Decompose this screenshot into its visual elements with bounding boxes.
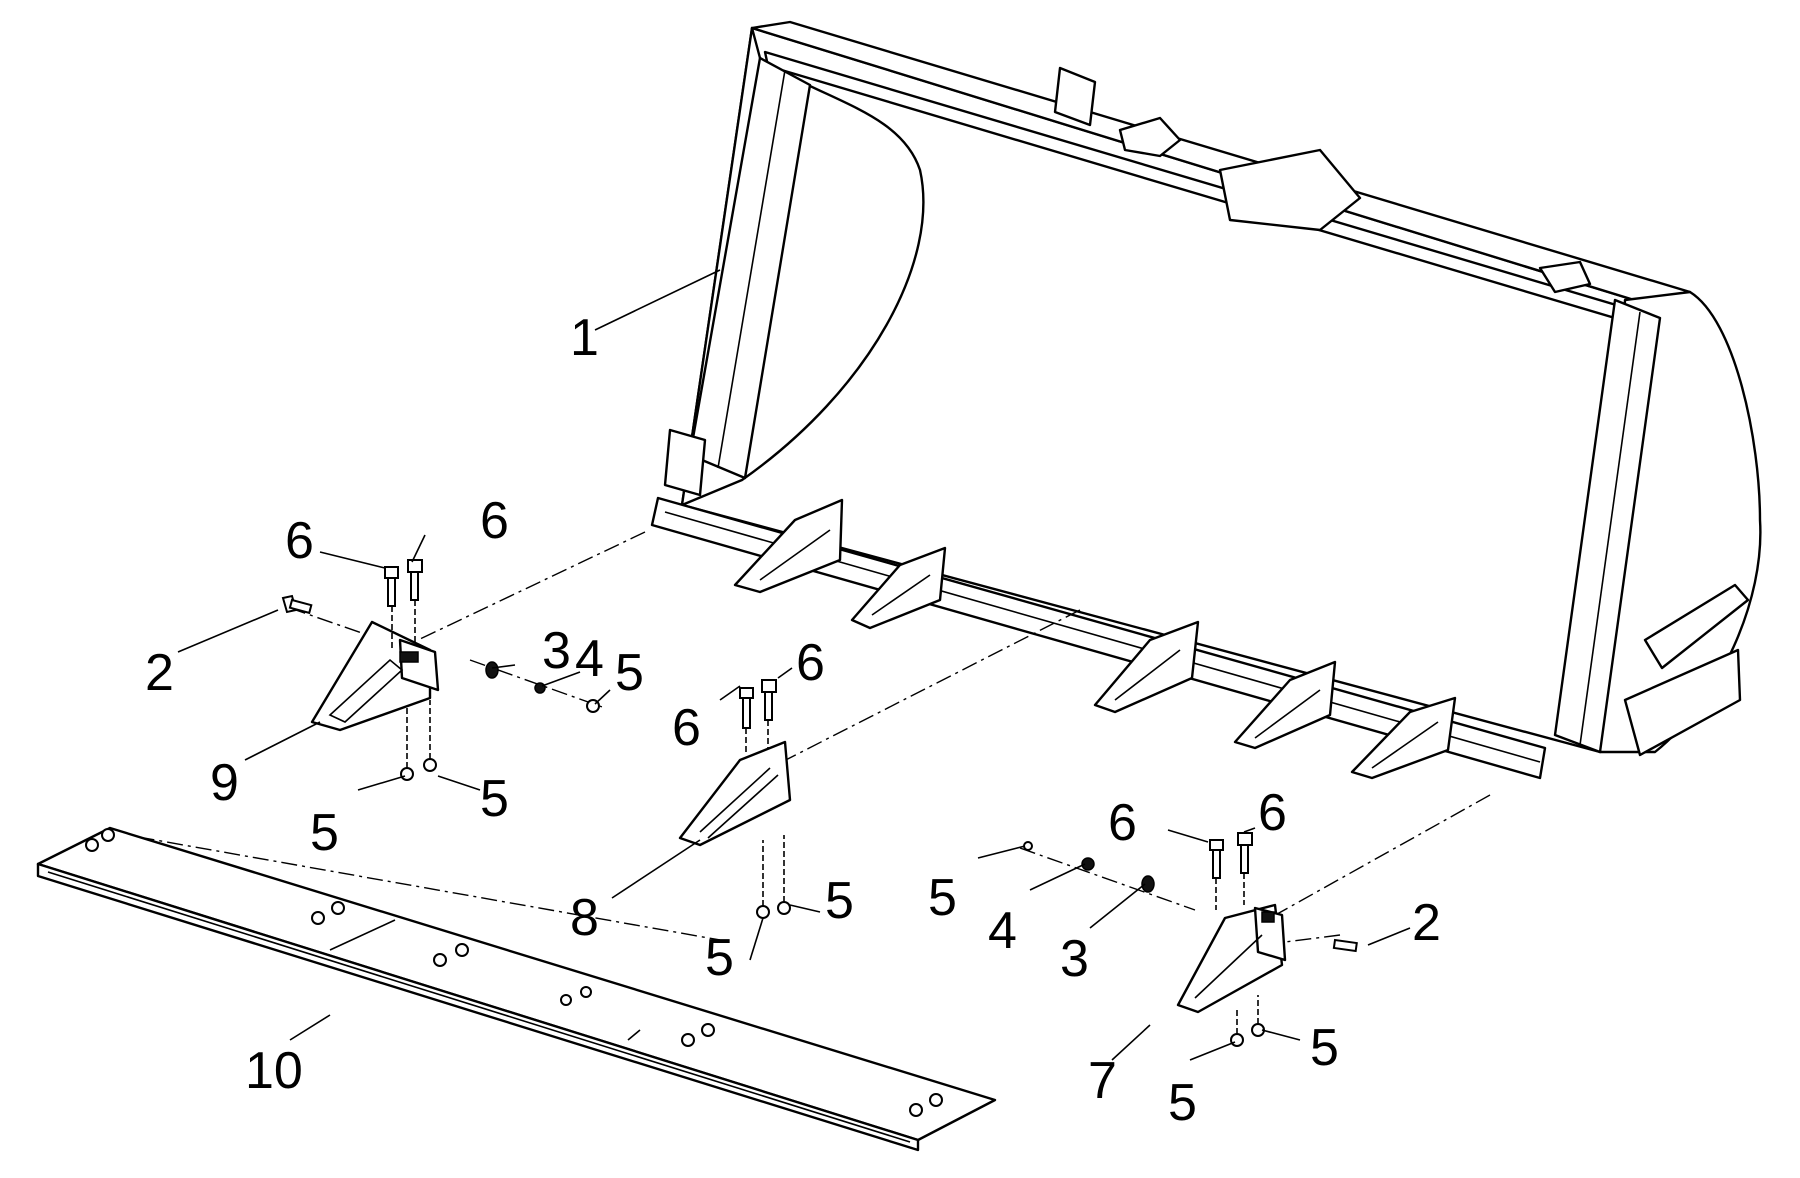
tooth-7 bbox=[1176, 903, 1287, 1014]
label-1: 1 bbox=[570, 309, 599, 367]
label-5-right: 5 bbox=[928, 869, 957, 927]
label-6-left-a: 6 bbox=[285, 512, 314, 570]
nuts-5-tooth-8 bbox=[756, 835, 791, 919]
bolts-6-tooth-9 bbox=[384, 559, 423, 650]
label-6-mid-b: 6 bbox=[796, 634, 825, 692]
nuts-5-tooth-9 bbox=[400, 700, 437, 781]
nuts-5-tooth-7 bbox=[1230, 995, 1265, 1047]
label-4-left: 4 bbox=[575, 630, 604, 688]
part-labels: 1 2 6 6 3 4 5 9 5 5 6 6 8 5 5 10 6 6 5 4… bbox=[145, 309, 1441, 1132]
bolts-6-tooth-8 bbox=[739, 679, 777, 755]
label-3-left: 3 bbox=[542, 622, 571, 680]
label-3-right: 3 bbox=[1060, 930, 1089, 988]
tooth-9 bbox=[310, 620, 440, 732]
label-6-right-b: 6 bbox=[1258, 784, 1287, 842]
label-5-left: 5 bbox=[615, 644, 644, 702]
label-5-left-bottom-a: 5 bbox=[310, 804, 339, 862]
label-10: 10 bbox=[245, 1042, 303, 1100]
pin-and-washers-left bbox=[281, 594, 600, 713]
label-6-mid-a: 6 bbox=[672, 699, 701, 757]
label-5-mid-a: 5 bbox=[705, 929, 734, 987]
label-5-right-bottom-a: 5 bbox=[1168, 1074, 1197, 1132]
cutting-edge-bar-10 bbox=[36, 826, 997, 1152]
label-2-left: 2 bbox=[145, 644, 174, 702]
bolts-6-tooth-7 bbox=[1209, 832, 1253, 910]
label-5-left-bottom-b: 5 bbox=[480, 770, 509, 828]
label-4-right: 4 bbox=[988, 902, 1017, 960]
pin-and-washers-right bbox=[1023, 841, 1358, 953]
mounted-teeth bbox=[733, 498, 1457, 780]
label-8: 8 bbox=[570, 889, 599, 947]
label-7: 7 bbox=[1088, 1052, 1117, 1110]
tooth-8 bbox=[678, 740, 792, 847]
label-5-right-bottom-b: 5 bbox=[1310, 1019, 1339, 1077]
label-2-right: 2 bbox=[1412, 894, 1441, 952]
label-6-right-a: 6 bbox=[1108, 794, 1137, 852]
label-9: 9 bbox=[210, 754, 239, 812]
label-5-mid-b: 5 bbox=[825, 872, 854, 930]
bar-bolts bbox=[85, 828, 943, 1117]
label-6-left-b: 6 bbox=[480, 492, 509, 550]
label-leaders bbox=[177, 269, 1411, 1061]
